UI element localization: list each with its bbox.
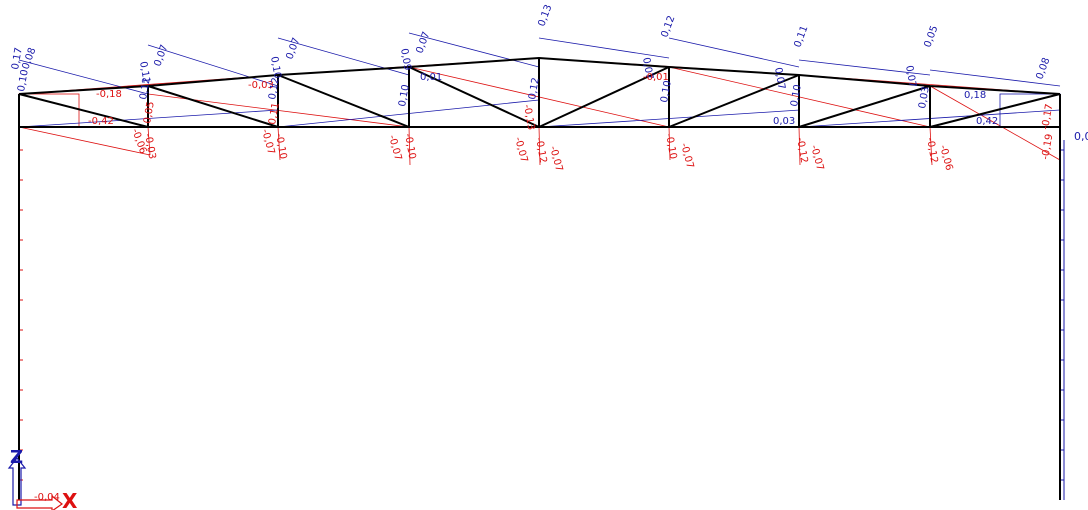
value-label: 0,10: [268, 56, 283, 80]
x-axis-label: X: [62, 489, 78, 510]
value-label: 0,07: [772, 67, 787, 91]
value-label: -0,07: [386, 134, 403, 162]
value-label: 0,08: [1034, 56, 1052, 81]
positive-diagram-line: [929, 69, 1061, 87]
axis-indicator: Z X -0,04: [7, 447, 78, 510]
value-label: 0,18: [964, 90, 986, 101]
negative-diagram-line: [18, 126, 151, 156]
edge-value-label: 0,0: [1074, 130, 1088, 143]
negative-diagram-line: [668, 126, 671, 161]
value-label: 0,11: [267, 102, 282, 126]
support-box: [18, 93, 80, 128]
value-label: 0,07: [903, 65, 918, 89]
value-label: -0,10: [402, 133, 417, 160]
value-label: -0,07: [678, 142, 695, 170]
diagonal-member: [277, 74, 410, 128]
negative-diagram-line: [798, 126, 801, 166]
value-label: -0,03: [248, 80, 274, 91]
value-label: 0,10: [397, 84, 412, 108]
positive-diagram-line: [668, 37, 800, 68]
value-label: 0,07: [284, 36, 302, 61]
diagonal-member: [18, 93, 149, 128]
value-label: 0,05: [922, 24, 940, 49]
value-label: 0,07: [640, 57, 655, 81]
z-axis-arrow: [7, 457, 27, 506]
value-label: -0,07: [547, 145, 564, 173]
z-axis-label: Z: [10, 447, 23, 468]
value-labels: 0,170,100,08-0,18-0,420,110,070,120,05-0…: [10, 3, 1055, 172]
value-label: 0,05: [142, 101, 157, 125]
value-label: -0,07: [808, 144, 825, 172]
value-label: 0,11: [137, 61, 152, 85]
value-label: -0,19: [1040, 133, 1055, 160]
value-label: 0,01: [420, 72, 442, 83]
positive-diagram-line: [538, 37, 670, 59]
value-label: 0,12: [267, 77, 282, 101]
value-label: -0,12: [533, 137, 548, 164]
diagonal-member: [929, 93, 1061, 128]
diagonal-member: [538, 66, 670, 128]
value-label: 0,10: [789, 84, 804, 108]
value-label: -0,07: [259, 128, 276, 156]
value-label: 0,12: [138, 77, 153, 101]
positive-diagram-line: [147, 44, 279, 87]
diagonal-member: [408, 66, 540, 128]
value-label: -0,10: [663, 133, 678, 160]
value-label: 0,09: [398, 48, 413, 72]
value-label: -0,10: [273, 133, 288, 160]
positive-diagram-line: [408, 32, 540, 68]
value-label: 0,11: [792, 24, 810, 49]
value-label: 0,12: [527, 77, 542, 101]
negative-diagram-line: [408, 126, 411, 166]
value-label: -0,12: [924, 137, 939, 164]
value-label: -0,06: [937, 144, 954, 172]
value-label: -0,03: [142, 133, 157, 160]
value-label: -0,07: [512, 136, 529, 164]
negative-diagram-line: [929, 85, 1061, 161]
value-label: -0,42: [88, 116, 114, 127]
negative-diagram-line: [277, 126, 281, 161]
value-label: -0,17: [1040, 103, 1055, 130]
value-label: 0,13: [536, 3, 554, 28]
value-label: 0,17: [10, 47, 25, 71]
value-label: -0,12: [794, 137, 809, 164]
diagonal-member: [147, 85, 279, 128]
negative-diagram-line: [929, 126, 933, 166]
value-label: 0,10: [659, 80, 674, 104]
value-label: 0,10: [16, 69, 31, 93]
positive-diagram-line: [798, 59, 931, 76]
value-label: 0,03: [917, 86, 932, 110]
value-label: 0,03: [773, 116, 795, 127]
value-label: -0,13: [521, 104, 536, 131]
value-label: -0,18: [96, 89, 122, 100]
diagonal-member: [668, 74, 800, 128]
value-label: 0,42: [976, 116, 998, 127]
frame-structure: [18, 56, 1061, 500]
base-value-label: -0,04: [34, 492, 60, 503]
diagonal-member: [798, 85, 931, 128]
x-axis-arrow: [16, 494, 64, 510]
value-label: 0,12: [659, 14, 677, 39]
positive-force-diagram: [18, 32, 1065, 500]
value-label: -0,01: [643, 72, 669, 83]
value-label: 0,07: [414, 30, 432, 55]
negative-diagram-line: [538, 126, 541, 166]
negative-diagram-line: [147, 126, 151, 156]
